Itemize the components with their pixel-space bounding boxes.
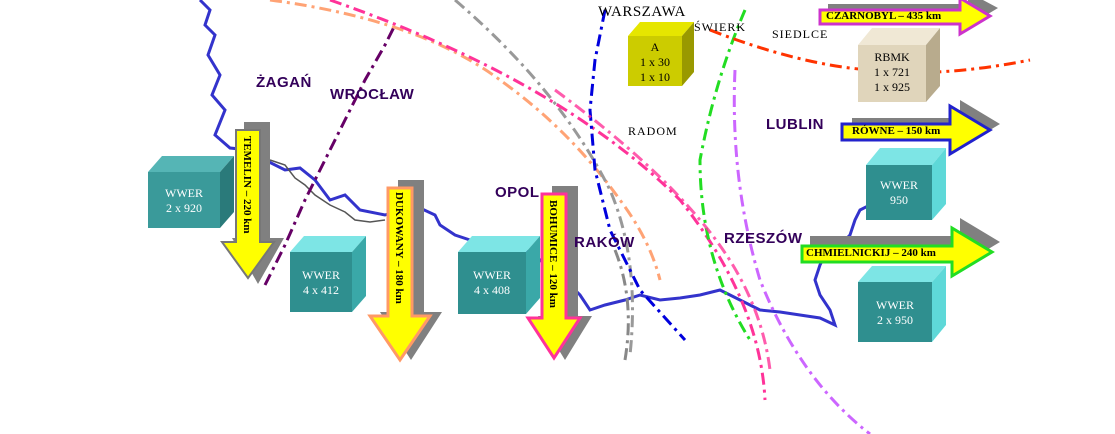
circle-grey-lower: [613, 249, 630, 361]
cube-dukovany: [290, 236, 366, 312]
city-lublin: LUBLIN: [766, 116, 824, 133]
cube-temelin: [148, 156, 234, 228]
reactor-rowne-type: WWER: [880, 178, 918, 192]
city-radom: RADOM: [628, 124, 678, 138]
arrow-bohunice-label: BOHUMICE – 120 km: [547, 200, 559, 308]
cube-bohunice: [458, 236, 540, 314]
circle-bohunice: [329, 0, 767, 401]
city-warszawa: WARSZAWA: [598, 4, 686, 20]
reactor-czarnobyl-label: RBMK 1 x 721 1 x 925: [858, 50, 926, 95]
circle-pink-lower: [554, 88, 772, 371]
circle-orange: [709, 28, 1031, 74]
reactor-bohunice-units: 4 x 408: [474, 283, 510, 297]
reactor-dukovany-type: WWER: [302, 268, 340, 282]
reactor-swierk-label: A 1 x 30 1 x 10: [628, 40, 682, 85]
reactor-chmielnicki-units: 2 x 950: [877, 313, 913, 327]
reactor-bohunice-type: WWER: [473, 268, 511, 282]
city-krakow: RAKÓW: [574, 234, 635, 251]
reactor-chmielnicki-label: WWER 2 x 950: [858, 298, 932, 328]
reactor-czarnobyl-unit2: 1 x 925: [874, 80, 910, 94]
reactor-czarnobyl-type: RBMK: [874, 50, 910, 64]
circle-blue: [588, 9, 687, 342]
city-wroclaw: WROCŁAW: [330, 86, 415, 103]
circle-grey: [454, 0, 634, 356]
reactor-czarnobyl-unit1: 1 x 721: [874, 65, 910, 79]
inner-border: [269, 159, 386, 223]
reactor-dukovany-units: 4 x 412: [303, 283, 339, 297]
cube-chmielnicki: [858, 266, 946, 342]
arrow-temelin: [220, 122, 284, 284]
arrow-dukovany: [367, 180, 442, 363]
arrow-bohunice: [525, 186, 592, 361]
reactor-chmielnicki-type: WWER: [876, 298, 914, 312]
reactor-rowne-label: WWER 950: [866, 178, 932, 208]
arrow-temelin-label: TEMELIN – 220 km: [241, 136, 253, 234]
city-rzeszow: RZESZÓW: [724, 230, 803, 247]
circle-green: [698, 9, 752, 341]
reactor-dukovany-label: WWER 4 x 412: [290, 268, 352, 298]
reactor-temelin-units: 2 x 920: [166, 201, 202, 215]
city-opole: OPOL: [495, 184, 540, 201]
reactor-swierk-type: A: [650, 40, 660, 54]
arrow-chmielnicki-label: CHMIELNICKIJ – 240 km: [806, 247, 936, 259]
reactor-rowne-units: 950: [890, 193, 908, 207]
reactor-bohunice-label: WWER 4 x 408: [458, 268, 526, 298]
arrow-czarnobyl-label: CZARNOBYL – 435 km: [826, 10, 942, 22]
cube-czarnobyl: [858, 28, 940, 102]
cube-rowne: [866, 148, 946, 220]
arrow-rowne-label: RÓWNE – 150 km: [852, 125, 941, 137]
city-zagan: ŻAGAŃ: [256, 74, 312, 91]
arrow-chmielnicki: [800, 218, 1000, 279]
reactor-swierk-unit1: 1 x 30: [640, 55, 670, 69]
city-siedlce: SIEDLCE: [772, 27, 829, 41]
arrow-czarnobyl: [818, 0, 998, 37]
arrow-dukovany-label: DUKOWANY – 180 km: [393, 192, 405, 304]
city-swierk: ŚWIERK: [694, 20, 746, 34]
arrow-rowne: [840, 100, 1000, 157]
reactor-swierk-unit2: 1 x 10: [640, 70, 670, 84]
circle-temelin: [263, 24, 397, 286]
cube-swierk: [628, 22, 694, 86]
reactor-temelin-type: WWER: [165, 186, 203, 200]
reactor-temelin-label: WWER 2 x 920: [148, 186, 220, 216]
circle-dukovany: [269, 0, 662, 281]
